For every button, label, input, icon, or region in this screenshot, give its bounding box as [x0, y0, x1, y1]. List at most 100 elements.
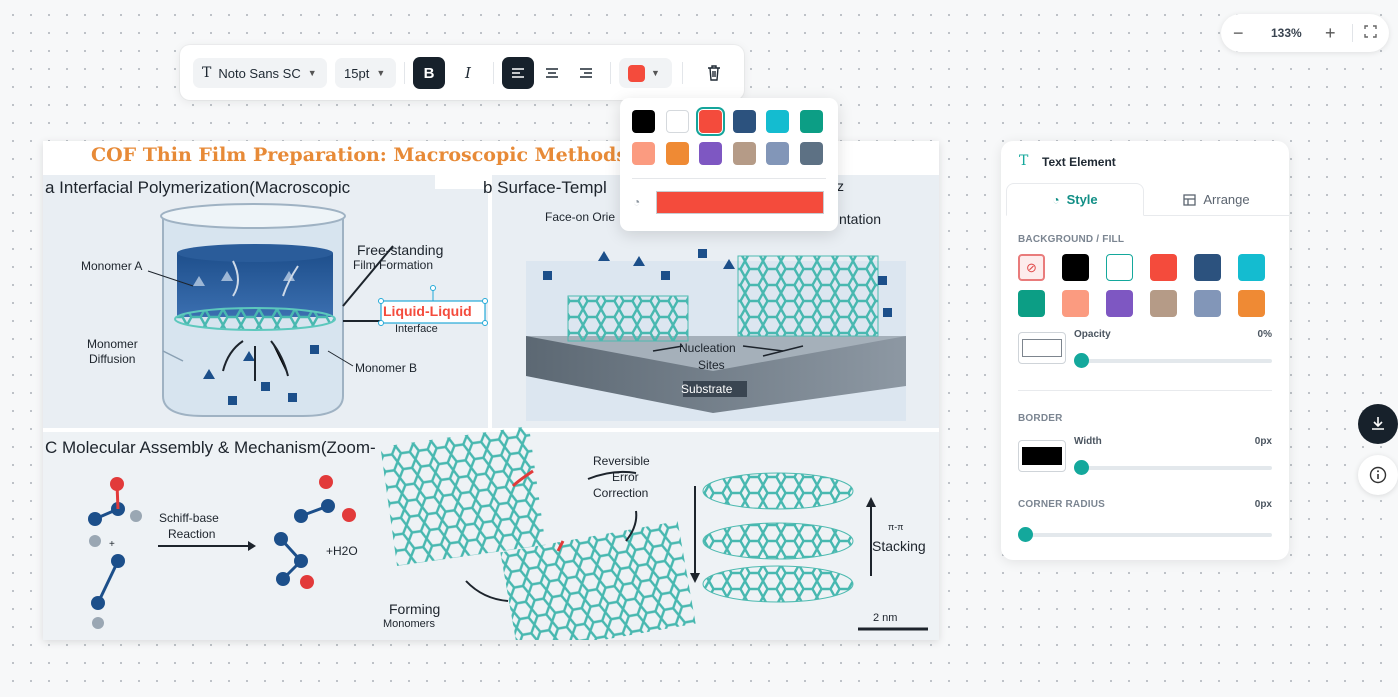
tab-style[interactable]: ◔ Style [1006, 183, 1144, 216]
italic-button[interactable]: I [465, 64, 471, 82]
info-button[interactable] [1358, 455, 1398, 495]
align-right-icon [580, 68, 592, 78]
color-swatch[interactable] [732, 142, 756, 165]
align-center-icon [546, 68, 558, 78]
panel-title: Text Element [1042, 155, 1116, 169]
corner-radius-slider-knob[interactable] [1018, 527, 1033, 542]
label-face-on: Face-on Orie [545, 210, 616, 224]
fill-swatch[interactable] [1238, 254, 1265, 281]
toolbar-divider [404, 62, 405, 84]
fill-swatch[interactable] [1150, 290, 1177, 317]
no-fill-swatch[interactable]: ⊘ [1018, 254, 1045, 281]
label-correction: Correction [593, 486, 649, 500]
custom-color-field[interactable] [656, 191, 824, 214]
toolbar-divider [682, 62, 683, 84]
fill-swatch[interactable] [1238, 290, 1265, 317]
tab-arrange[interactable]: Arrange [1144, 183, 1289, 216]
fill-swatch[interactable] [1194, 254, 1221, 281]
fill-swatch[interactable] [1062, 254, 1089, 281]
chevron-down-icon: ▼ [651, 68, 660, 78]
no-fill-icon: ⊘ [1026, 259, 1037, 275]
font-size-value: 15pt [344, 65, 370, 81]
corner-radius-slider[interactable] [1018, 533, 1272, 537]
label-reaction: Reaction [168, 527, 216, 541]
color-swatch[interactable] [766, 142, 789, 165]
label-scale-bar: 2 nm [873, 612, 898, 624]
popup-divider [632, 178, 826, 179]
label-stacking: Stacking [872, 538, 926, 554]
label-plus: + [109, 539, 115, 550]
border-width-slider[interactable] [1075, 466, 1272, 470]
fill-swatch[interactable] [1194, 290, 1221, 317]
fill-swatch[interactable] [1018, 290, 1045, 317]
text-element-liquid-liquid[interactable]: Liquid-Liquid [383, 303, 472, 319]
download-button[interactable] [1358, 404, 1398, 444]
label-nucleation: Nucleation [679, 341, 736, 355]
align-left-button[interactable] [502, 57, 534, 89]
zoom-level: 133% [1271, 26, 1302, 40]
zoom-control: − 133% + [1221, 14, 1389, 52]
color-swatch[interactable] [732, 110, 756, 133]
align-center-button[interactable] [536, 57, 568, 89]
opacity-slider-knob[interactable] [1074, 353, 1089, 368]
fill-swatch[interactable] [1106, 254, 1133, 281]
fill-swatch[interactable] [1106, 290, 1133, 317]
font-family-value: Noto Sans SC [218, 65, 301, 81]
panel-tabs: ◔ Style Arrange [1006, 183, 1289, 216]
label-free-standing: Free-standing [357, 242, 444, 258]
title-band [435, 175, 490, 189]
layout-icon [1183, 193, 1197, 206]
zoom-out-button[interactable]: − [1233, 22, 1244, 43]
opacity-label: Opacity [1074, 329, 1111, 340]
color-swatch[interactable] [799, 142, 823, 165]
color-swatch[interactable] [696, 107, 725, 136]
info-icon [1369, 466, 1387, 484]
panel-a-label: a Interfacial Polymerization(Macroscopic [45, 178, 351, 197]
color-swatch[interactable] [766, 110, 789, 133]
palette-icon: ◔ [633, 195, 641, 209]
opacity-preview [1018, 332, 1066, 364]
font-size-select[interactable]: 15pt ▼ [335, 58, 396, 88]
border-width-slider-knob[interactable] [1074, 460, 1089, 475]
opacity-slider[interactable] [1075, 359, 1272, 363]
corner-radius-value: 0px [1254, 499, 1272, 510]
panel-b-label-tail: z [837, 178, 844, 194]
corner-radius-label: CORNER RADIUS [1018, 499, 1106, 510]
text-toolbar: T Noto Sans SC ▼ 15pt ▼ B I ▼ [180, 45, 744, 100]
bold-button[interactable]: B [413, 57, 445, 89]
label-monomer-diffusion-2: Diffusion [89, 352, 136, 366]
chevron-down-icon: ▼ [307, 68, 317, 78]
fill-swatch[interactable] [1062, 290, 1089, 317]
label-film-formation: Film Formation [353, 258, 434, 272]
label-substrate: Substrate [681, 382, 733, 396]
text-element-icon: T [1019, 153, 1029, 169]
label-reversible: Reversible [593, 454, 650, 468]
section-divider [1018, 390, 1272, 391]
label-monomers: Monomers [383, 618, 435, 630]
fill-swatch[interactable] [1150, 254, 1177, 281]
color-picker-popup: ◔ [620, 98, 838, 231]
text-color-button[interactable]: ▼ [619, 58, 672, 88]
font-family-select[interactable]: T Noto Sans SC ▼ [193, 58, 327, 88]
border-width-value: 0px [1254, 436, 1272, 447]
zoom-in-button[interactable]: + [1325, 22, 1336, 43]
fullscreen-button[interactable] [1364, 25, 1377, 41]
align-right-button[interactable] [570, 57, 602, 89]
color-swatch[interactable] [665, 142, 689, 165]
label-sites: Sites [698, 358, 725, 372]
label-monomer-a: Monomer A [81, 259, 143, 273]
color-swatch[interactable] [699, 142, 722, 165]
panel-b-label: b Surface-Templ [483, 178, 607, 197]
properties-panel: T Text Element ◔ Style Arrange BACKGROUN… [1001, 141, 1289, 560]
color-swatch[interactable] [799, 110, 823, 133]
color-swatch[interactable] [665, 110, 689, 133]
border-color-preview[interactable] [1018, 440, 1066, 472]
align-left-icon [512, 68, 524, 78]
color-swatch[interactable] [632, 142, 655, 165]
label-forming: Forming [389, 601, 441, 617]
chevron-down-icon: ▼ [376, 68, 386, 78]
tab-arrange-label: Arrange [1203, 192, 1250, 207]
border-width-label: Width [1074, 436, 1102, 447]
color-swatch[interactable] [632, 110, 655, 133]
delete-button[interactable] [698, 57, 730, 89]
